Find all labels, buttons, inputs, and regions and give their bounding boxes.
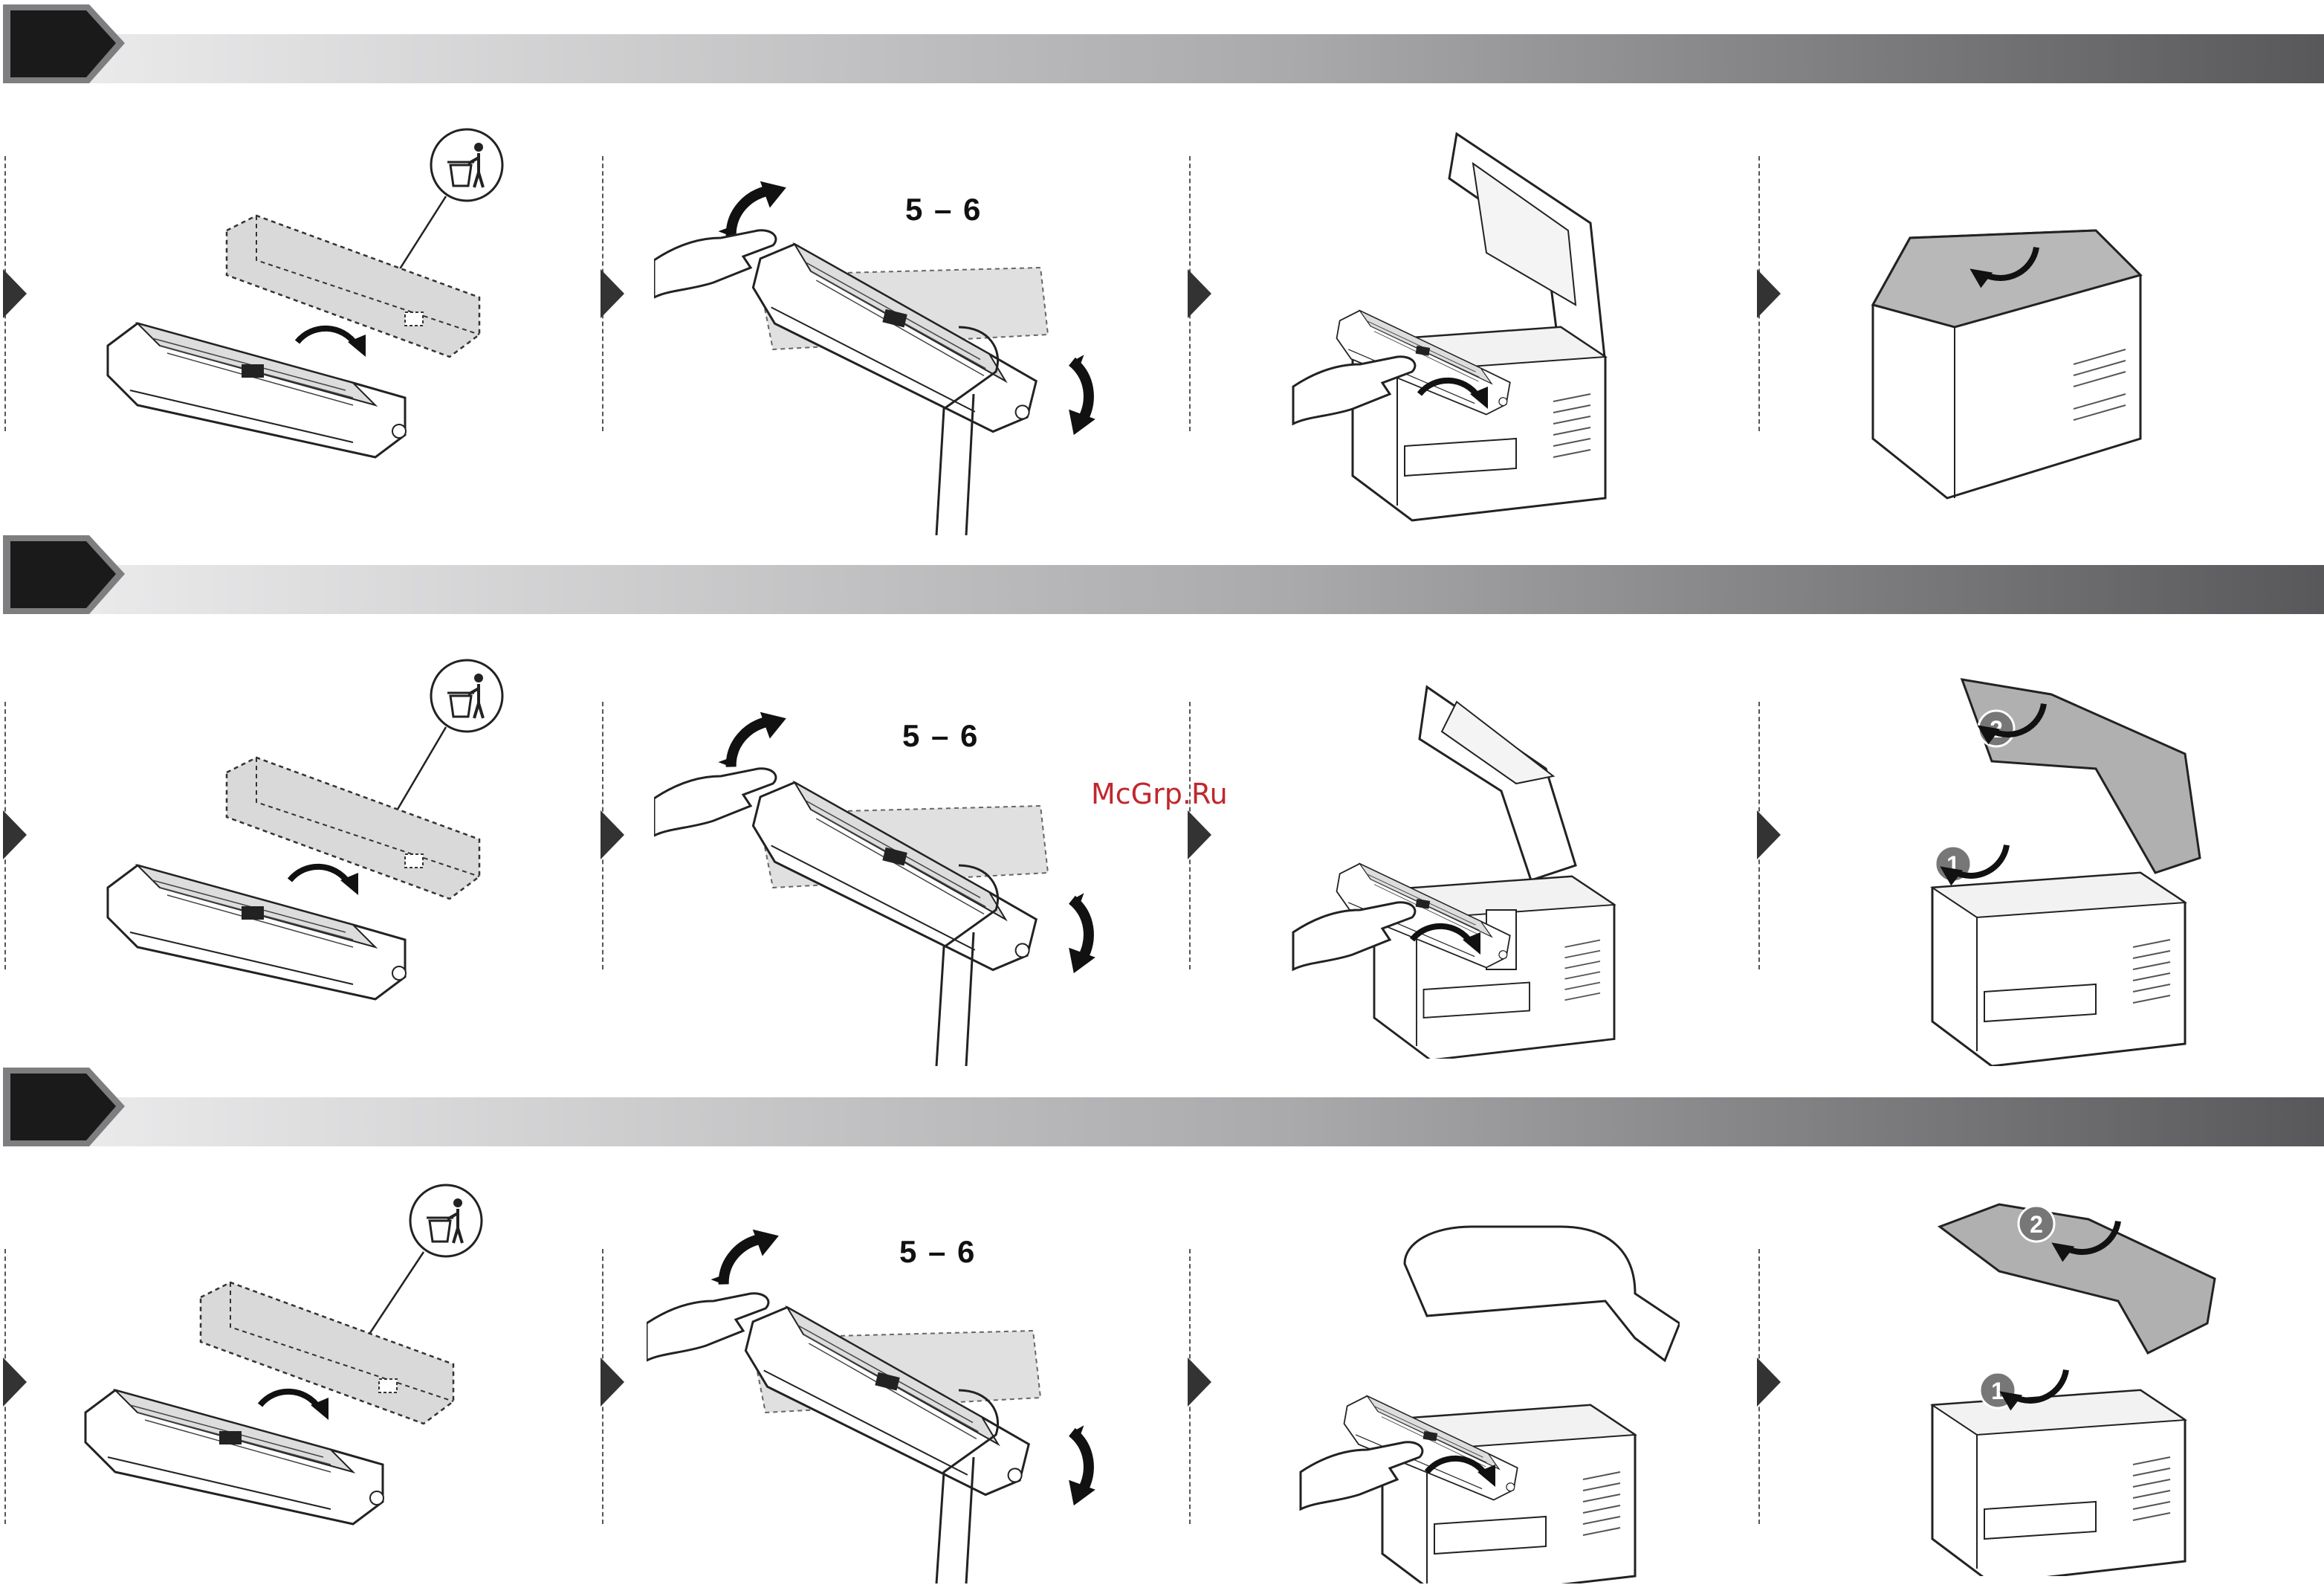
step-arrow-icon xyxy=(1757,1358,1784,1407)
step-header-band-2 xyxy=(0,531,2324,620)
panel-insert-cartridge xyxy=(1278,126,1665,535)
step-arrow-icon xyxy=(1188,1358,1214,1407)
step-arrow-icon xyxy=(3,1358,30,1407)
recycle-bin-icon xyxy=(410,1185,482,1256)
step-header-band-1 xyxy=(0,0,2324,89)
section-1: 5 – 6 xyxy=(0,0,2324,535)
panel-unpack-cartridge xyxy=(74,1175,491,1576)
rotate-arrow-icon xyxy=(297,329,366,357)
empty-packaging-outline xyxy=(227,216,479,357)
rotate-arrow-icon xyxy=(1049,1422,1115,1511)
step-arrow-icon xyxy=(1188,269,1214,318)
step-arrow-icon xyxy=(601,269,627,318)
toner-cartridge xyxy=(85,1390,383,1524)
shake-count-label: 5 – 6 xyxy=(902,718,979,754)
rotate-arrow-icon xyxy=(290,867,358,895)
step-arrow-icon xyxy=(3,269,30,318)
recycle-bin-icon xyxy=(431,660,502,732)
step-arrow-icon xyxy=(1188,810,1214,859)
panel-insert-cartridge xyxy=(1293,1212,1680,1584)
panel-unpack-cartridge xyxy=(97,119,513,520)
recycle-bin-icon xyxy=(431,129,502,201)
step-arrow-icon xyxy=(3,810,30,859)
rotate-arrow-icon xyxy=(699,1221,788,1288)
shake-count-label: 5 – 6 xyxy=(905,192,982,227)
panel-unpack-cartridge xyxy=(97,650,513,1066)
step-arrow-icon xyxy=(1757,269,1784,318)
toner-cartridge xyxy=(108,865,406,999)
panel-insert-cartridge xyxy=(1278,672,1665,1059)
rotate-arrow-icon xyxy=(1049,890,1115,978)
rotate-arrow-icon xyxy=(707,704,795,770)
step-header-band-3 xyxy=(0,1063,2324,1152)
svg-text:1: 1 xyxy=(1991,1378,2004,1404)
panel-close-cover xyxy=(1858,216,2170,513)
panel-close-cover: 2 1 xyxy=(1903,665,2215,1066)
step-arrow-icon xyxy=(601,810,627,859)
watermark-text: McGrp.Ru xyxy=(1091,778,1228,810)
rotate-arrow-icon xyxy=(707,173,795,239)
rotate-arrow-icon xyxy=(1049,352,1115,440)
section-3: 5 – 6 2 1 xyxy=(0,1063,2324,1585)
shake-count-label: 5 – 6 xyxy=(899,1234,976,1270)
step-arrow-icon xyxy=(1757,810,1784,859)
panel-close-cover: 2 1 xyxy=(1910,1189,2222,1576)
svg-text:2: 2 xyxy=(2030,1211,2043,1238)
rotate-arrow-icon xyxy=(260,1392,328,1420)
step-arrow-icon xyxy=(601,1358,627,1407)
